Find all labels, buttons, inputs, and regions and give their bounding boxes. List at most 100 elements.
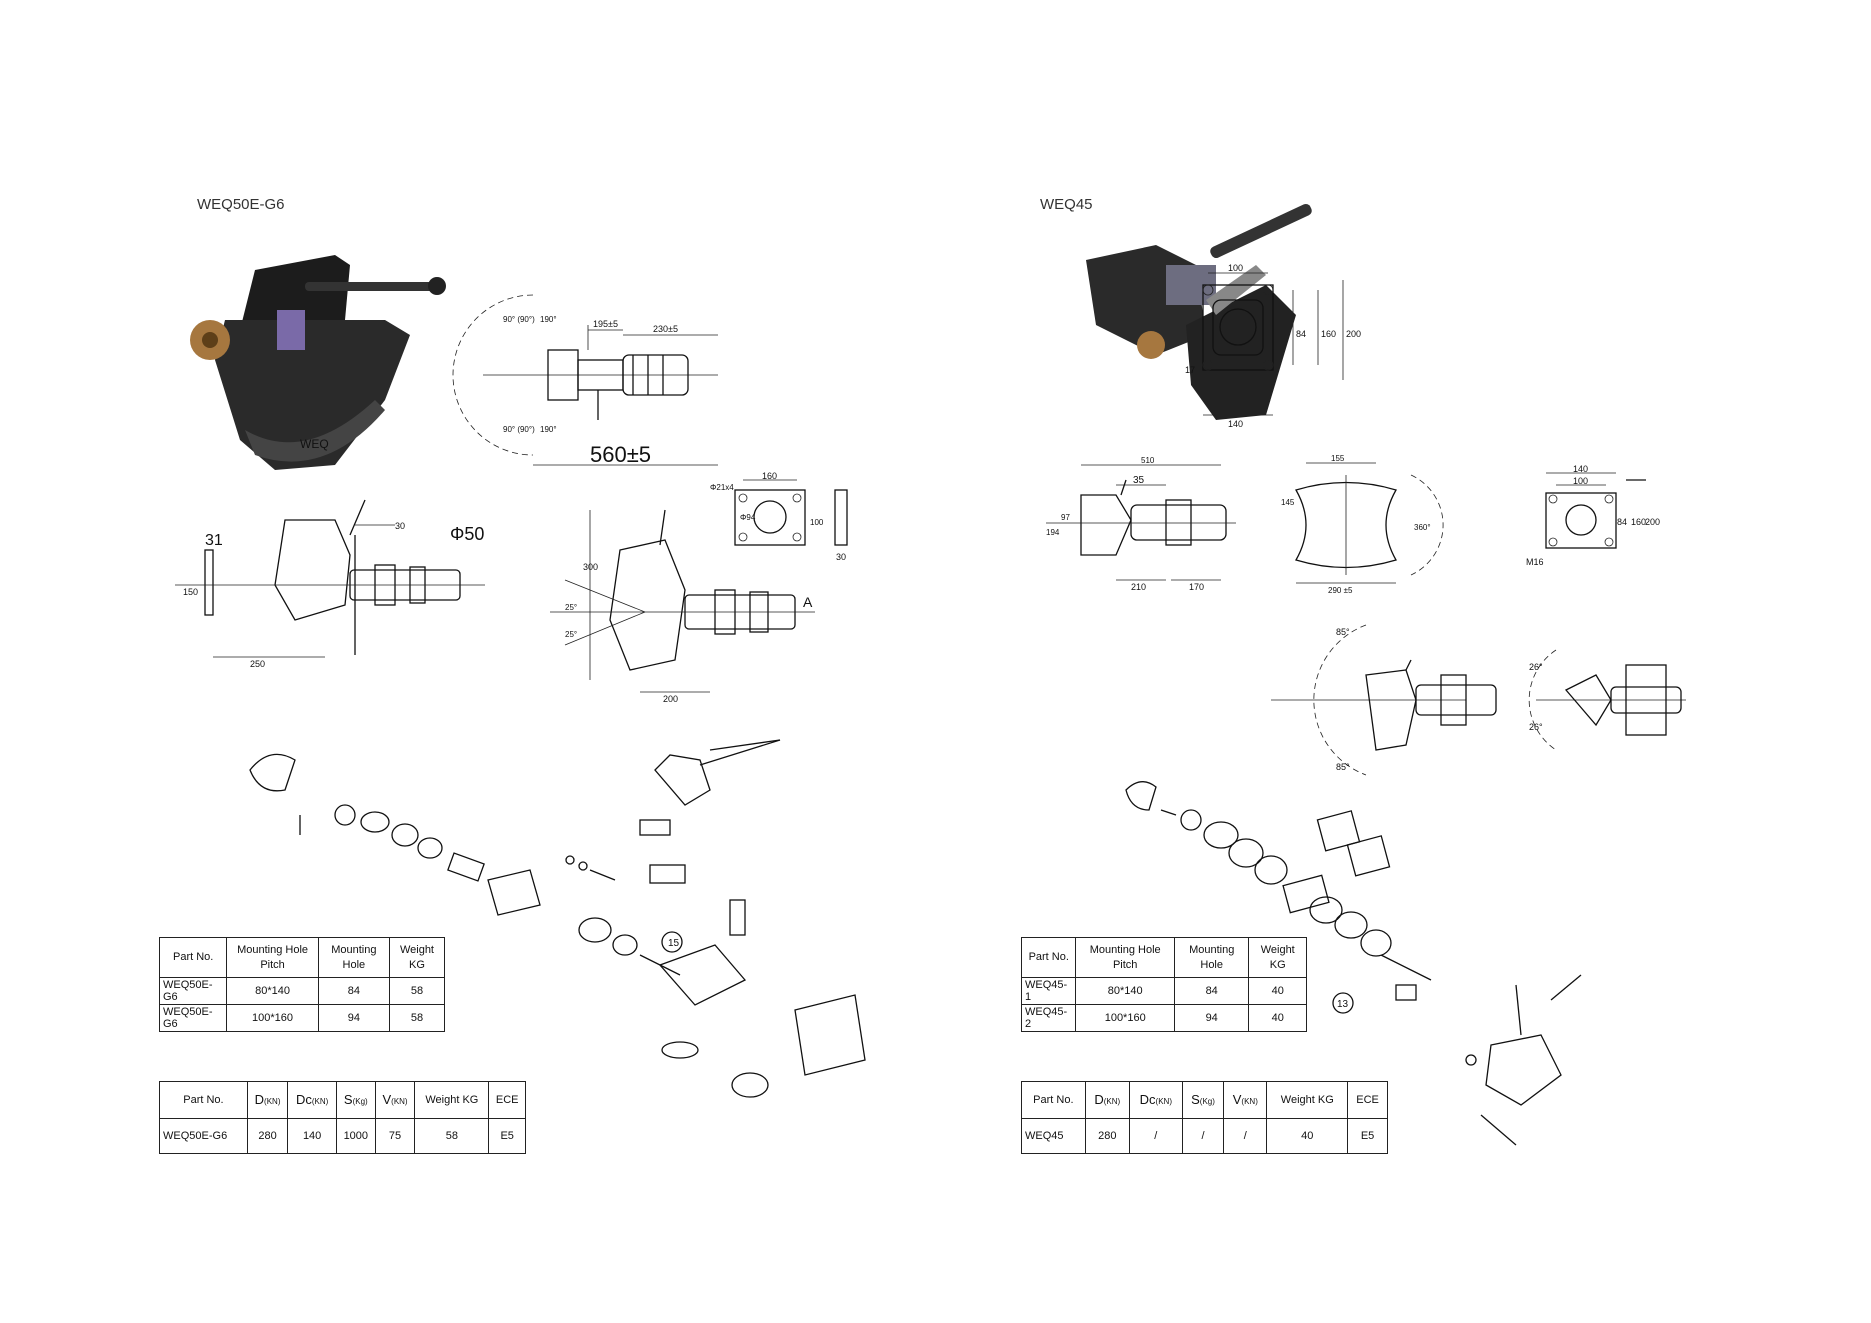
table-row: WEQ45-1 80*140 84 40 [1020, 977, 1307, 1005]
table-row: WEQ45-2 100*160 94 40 [1020, 1004, 1307, 1032]
angle-label: 190° [540, 425, 557, 434]
exploded-parts-drawing: 13 [1125, 781, 1582, 1146]
table-cell: 94 [317, 1004, 390, 1032]
dimension-label: 250 [250, 659, 265, 669]
angle-label: 85° [1336, 627, 1350, 637]
table-cell: E5 [1347, 1118, 1388, 1154]
table-cell: 80*140 [1075, 977, 1175, 1005]
right-page-weq45: WEQ45 100 84 160 200 17 140 [936, 0, 1871, 1323]
dimension-label: 300 [583, 562, 598, 572]
dimension-label: M16 [1526, 557, 1544, 567]
table-header-unit: (KN) [264, 1096, 281, 1106]
table-cell: / [1181, 1118, 1225, 1154]
table-header: D [254, 1091, 265, 1107]
table-cell: / [1223, 1118, 1268, 1154]
table-header-unit: (KN) [1155, 1096, 1172, 1106]
dimension-label: 100 [1228, 263, 1243, 273]
table-row: WEQ50E-G6 100*160 94 58 [158, 1004, 446, 1032]
table-header: Mounting Hole [317, 937, 390, 978]
table-cell: E5 [488, 1118, 526, 1154]
dimension-label: 200 [1645, 517, 1660, 527]
dimension-label: 290 ±5 [1328, 586, 1353, 595]
dimension-label: 140 [1573, 464, 1588, 474]
table-header: V [1232, 1091, 1242, 1107]
table-row: WEQ50E-G6 80*140 84 58 [158, 977, 446, 1005]
dimension-label: 31 [205, 532, 223, 549]
dimension-label: 510 [1141, 456, 1155, 465]
table-header-unit: (KN) [1241, 1096, 1258, 1106]
table-cell: 100*160 [226, 1004, 319, 1032]
table-cell: WEQ45-2 [1020, 1004, 1077, 1032]
angle-label: 26° [1529, 662, 1543, 672]
table-header: Dc [295, 1091, 312, 1107]
table-header-unit: (KN) [311, 1096, 329, 1106]
angle-label: 25° [565, 630, 577, 639]
table-header: Part No. [1020, 937, 1077, 978]
side-view-drawing: 510 35 97 194 210 170 [1046, 456, 1236, 592]
table-header-unit: (Kg) [352, 1096, 368, 1106]
table-cell: 40 [1248, 977, 1307, 1005]
dimension-label: 150 [183, 587, 198, 597]
table-header-unit: (KN) [1103, 1096, 1121, 1106]
table-header: V [382, 1091, 392, 1107]
mounting-plate-drawing: 100 84 160 200 17 140 [1185, 263, 1361, 429]
table-cell: WEQ45 [1021, 1118, 1086, 1154]
side-view-drawing: 31 150 30 Φ50 250 [175, 499, 485, 669]
table-header: S [343, 1091, 353, 1107]
dimension-label: 160 [1631, 517, 1646, 527]
table-header: Weight KG [1248, 937, 1307, 978]
angle-label: 360° [1414, 523, 1431, 532]
angle-label: 90° (90°) [503, 425, 535, 434]
table-header: Part No. [1033, 1093, 1074, 1106]
dimension-label: Φ50 [450, 524, 484, 544]
table-cell: 40 [1266, 1118, 1349, 1154]
dimension-label: 155 [1331, 454, 1345, 463]
table-header: Weight KG [388, 937, 446, 978]
dimension-label: 100 [1573, 476, 1588, 486]
left-page-weq50e-g6: WEQ50E-G6 WEQ 90° (90°) 190° 90° (90°) 1… [0, 0, 935, 1323]
table-cell: 40 [1248, 1004, 1307, 1032]
callout-number: 13 [1337, 999, 1349, 1010]
table-cell: 84 [317, 977, 390, 1005]
table-header: Part No. [158, 937, 228, 978]
table-cell: 100*160 [1075, 1004, 1175, 1032]
table-row: WEQ50E-G6 280 140 1000 75 58 E5 [159, 1118, 526, 1154]
dimension-label: 84 [1296, 329, 1306, 339]
table-cell: 58 [388, 1004, 446, 1032]
table-cell: WEQ50E-G6 [158, 1004, 228, 1032]
table-cell: 58 [388, 977, 446, 1005]
table-cell: 94 [1173, 1004, 1250, 1032]
table-cell: 280 [1084, 1118, 1130, 1154]
performance-spec-table: Part No. D(KN) Dc(KN) S(Kg) V(KN) Weight… [159, 1081, 526, 1154]
table-cell: WEQ50E-G6 [158, 977, 228, 1005]
product-photo [1086, 203, 1312, 420]
side-view-angle-drawing: 300 25° 25° 200 A [550, 509, 815, 704]
model-title: WEQ50E-G6 [197, 196, 285, 213]
table-cell: 75 [374, 1118, 416, 1154]
dimension-label: 170 [1189, 582, 1204, 592]
table-cell: 140 [287, 1118, 337, 1154]
mounting-spec-table: Part No. Mounting Hole Pitch Mounting Ho… [158, 937, 446, 1032]
table-header: Dc [1139, 1091, 1156, 1107]
table-header: D [1094, 1091, 1104, 1107]
table-cell: / [1128, 1118, 1183, 1154]
table-header: Mounting Hole [1173, 937, 1250, 978]
table-header: Weight KG [425, 1093, 479, 1106]
dimension-label: 200 [1346, 329, 1361, 339]
dimension-label: Φ94 [740, 513, 756, 522]
table-header: Mounting Hole Pitch [1075, 937, 1175, 978]
dimension-label: 194 [1046, 528, 1060, 537]
dimension-label: 100 [810, 518, 824, 527]
section-label: A [803, 594, 813, 610]
dimension-label: 97 [1061, 513, 1070, 522]
table-cell: 280 [246, 1118, 289, 1154]
dimension-label: 35 [1133, 475, 1145, 486]
dimension-label: 560±5 [590, 442, 651, 467]
angle-label: 25° [565, 603, 577, 612]
table-header-unit: (Kg) [1199, 1096, 1215, 1106]
table-header: S [1191, 1091, 1200, 1107]
dimension-label: 160 [1321, 329, 1336, 339]
dimension-label: 230±5 [653, 324, 678, 334]
callout-number: 15 [668, 938, 680, 949]
product-photo: WEQ [190, 255, 446, 470]
